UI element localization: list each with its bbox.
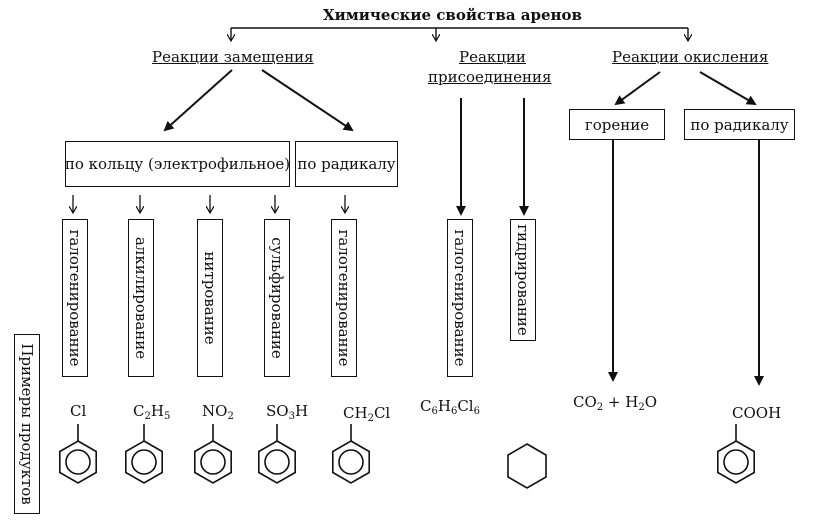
reaction-label: сульфирование	[268, 237, 286, 359]
formula-sub: 2	[638, 402, 645, 413]
product-nitrobenzene: NO2	[202, 402, 234, 422]
formula-part: H	[294, 402, 309, 420]
reaction-label: гидрирование	[514, 224, 532, 336]
formula-part: O	[644, 393, 658, 411]
benzene-ring-3	[193, 424, 233, 484]
formula-sub: 3	[288, 411, 295, 422]
radical-substitution-box: по радикалу	[295, 141, 398, 187]
formula-part: Cl	[457, 397, 474, 415]
oxidation-arrows	[614, 71, 757, 106]
formula-part: NO	[202, 402, 228, 420]
cyclohexane-ring	[507, 443, 547, 489]
oxidation-radical-box: по радикалу	[684, 109, 795, 140]
branch-addition-line1: Реакции	[459, 48, 526, 66]
substitution-arrows	[163, 69, 354, 132]
reaction-label: галогенирование	[335, 229, 353, 367]
formula-sub: 2	[367, 413, 374, 424]
products-side-label-box: Примеры продуктов	[14, 334, 40, 514]
benzene-rings	[58, 424, 756, 489]
benzene-ring-5	[331, 424, 371, 484]
formula-part: + H	[603, 393, 639, 411]
formula-sub: 6	[431, 406, 438, 417]
products-side-label: Примеры продуктов	[18, 343, 36, 505]
formula-part: Cl	[373, 404, 391, 422]
reaction-label: алкилирование	[132, 236, 150, 360]
formula-part: SO	[266, 402, 289, 420]
reaction-halogenation-ring: галогенирование	[62, 219, 88, 377]
benzene-ring-2	[124, 424, 164, 484]
reaction-halogenation-radical: галогенирование	[331, 219, 357, 377]
reaction-halogenation-addition: галогенирование	[447, 219, 473, 377]
formula-part: COOH	[732, 404, 782, 422]
benzene-ring-benzoic	[716, 424, 756, 484]
diagram-title: Химические свойства аренов	[323, 6, 582, 24]
reaction-alkylation: алкилирование	[128, 219, 154, 377]
benzene-ring-4	[257, 424, 297, 484]
radical-substitution-label: по радикалу	[297, 155, 396, 173]
formula-part: H	[437, 397, 451, 415]
formula-sub: 2	[144, 411, 151, 422]
oxidation-radical-label: по радикалу	[690, 115, 789, 134]
formula-part: C	[420, 397, 432, 415]
formula-sub: 2	[596, 402, 604, 413]
ring-substitution-label: по кольцу (электрофильное)	[64, 155, 291, 173]
product-benzoic-acid: COOH	[732, 404, 781, 422]
product-co2-h2o: CO2 + H2O	[573, 393, 657, 413]
product-benzenesulfonic-acid: SO3H	[266, 402, 308, 422]
formula-part: Cl	[70, 402, 87, 420]
small-arrows	[73, 195, 345, 212]
ring-substitution-box: по кольцу (электрофильное)	[65, 141, 290, 187]
formula-sub: 6	[473, 406, 480, 417]
formula-part: C	[133, 402, 145, 420]
oxidation-long-arrows	[608, 140, 764, 386]
combustion-box: горение	[569, 109, 665, 140]
formula-sub: 5	[163, 411, 171, 422]
top-bracket	[231, 27, 688, 40]
benzene-ring-1	[58, 424, 98, 484]
branch-addition-line2: присоединения	[428, 68, 552, 86]
formula-part: CH	[343, 404, 368, 422]
formula-sub: 2	[227, 411, 234, 422]
product-chlorobenzene: Cl	[70, 402, 86, 420]
branch-substitution: Реакции замещения	[152, 48, 314, 66]
reaction-label: нитрование	[201, 251, 219, 345]
addition-arrows	[456, 98, 529, 216]
reaction-hydrogenation: гидрирование	[510, 219, 536, 341]
formula-sub: 6	[450, 406, 458, 417]
product-ethylbenzene: C2H5	[133, 402, 170, 422]
product-benzyl-chloride: CH2Cl	[343, 404, 390, 424]
branch-oxidation: Реакции окисления	[612, 48, 769, 66]
combustion-label: горение	[584, 115, 650, 134]
reaction-label: галогенирование	[66, 229, 84, 367]
product-hexachlorocyclohexane: C6H6Cl6	[420, 397, 480, 417]
formula-part: H	[150, 402, 164, 420]
formula-part: CO	[573, 393, 597, 411]
reaction-nitration: нитрование	[197, 219, 223, 377]
reaction-sulfonation: сульфирование	[264, 219, 290, 377]
reaction-label: галогенирование	[451, 229, 469, 367]
